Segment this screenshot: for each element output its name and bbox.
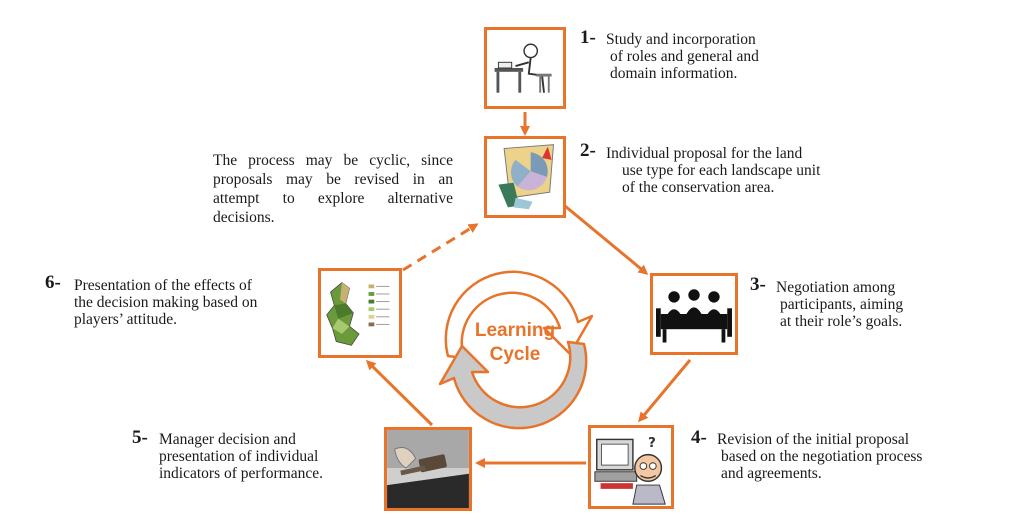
step1-box <box>484 27 566 109</box>
step2-box <box>484 136 566 218</box>
gavel-icon <box>387 430 469 508</box>
landscape-map-icon <box>326 282 390 346</box>
step1-number: 1- <box>580 27 596 48</box>
step4-number: 4- <box>691 427 707 448</box>
svg-text:?: ? <box>648 436 656 451</box>
arrow-step3-to-step4 <box>638 359 692 423</box>
cycle-note: The process may be cyclic, since proposa… <box>213 152 453 226</box>
step5-box <box>384 427 472 511</box>
center-label-line1: Learning <box>474 320 556 341</box>
step4-text: Revision of the initial proposal based o… <box>717 431 923 482</box>
arrow-step2-to-step3 <box>564 204 649 275</box>
step5-text: Manager decision and presentation of ind… <box>159 431 323 482</box>
meeting-table-icon <box>656 289 732 343</box>
arrow-step6-to-step2-dashed <box>402 223 479 272</box>
step2-text: Individual proposal for the land use typ… <box>606 145 821 196</box>
step5-number: 5- <box>132 427 148 448</box>
step3-number: 3- <box>750 274 766 295</box>
person-studying-icon <box>494 43 552 93</box>
step6-number: 6- <box>45 272 61 293</box>
arrow-step5-to-step6 <box>365 359 434 427</box>
easel-chart-icon <box>498 144 555 210</box>
step6-text: Presentation of the effects of the decis… <box>74 277 258 328</box>
step3-box <box>650 273 738 355</box>
center-label-line2: Cycle <box>489 344 541 365</box>
step1-text: Study and incorporation of roles and gen… <box>606 31 759 82</box>
step3-text: Negotiation among participants, aiming a… <box>776 279 904 330</box>
circular-arrows-icon <box>438 270 594 430</box>
step4-box: ? <box>588 425 674 509</box>
person-computer-icon: ? <box>594 436 666 505</box>
step2-number: 2- <box>580 140 596 161</box>
step6-box <box>318 268 402 358</box>
